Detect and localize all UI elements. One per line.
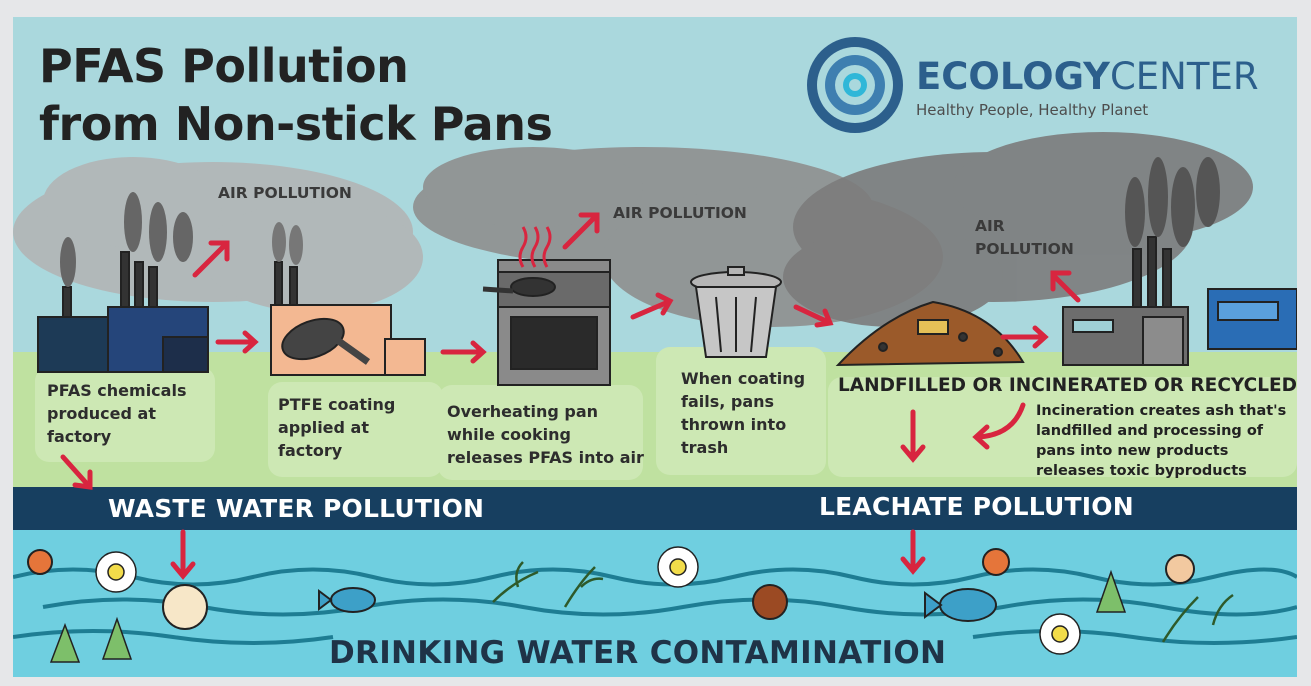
- disposal-line: releases toxic byproducts: [1036, 463, 1247, 479]
- air-pollution-label-3-line2: POLLUTION: [975, 240, 1074, 258]
- recycling-center-icon: [1207, 288, 1297, 350]
- title-line-2: from Non-stick Pans: [39, 97, 553, 151]
- ecology-center-logo-icon: [807, 37, 903, 133]
- step-3-line: while cooking: [447, 425, 571, 444]
- step4-panel: [656, 347, 826, 475]
- disposal-line: landfilled and processing of: [1036, 423, 1264, 439]
- step2-panel: [268, 382, 443, 477]
- step-1-line: produced at: [47, 404, 156, 423]
- stove-icon: [482, 226, 611, 386]
- infographic: PFAS Pollution from Non-stick Pans ECOLO…: [13, 17, 1297, 677]
- step-2-line: factory: [278, 441, 343, 460]
- step-4-text: When coating fails, pans thrown into tra…: [681, 367, 805, 459]
- disposal-heading: LANDFILLED OR INCINERATED OR RECYCLED: [838, 375, 1297, 396]
- title-line-1: PFAS Pollution: [39, 39, 409, 93]
- air-arrows: [192, 212, 1081, 303]
- tree-icon: [49, 569, 1127, 663]
- leachate-pollution-label: LEACHATE POLLUTION: [819, 492, 1134, 521]
- landfill-icon: [835, 300, 1025, 367]
- step-4-line: fails, pans: [681, 392, 775, 411]
- disposal-panel: [828, 377, 1297, 477]
- logo-word-bold: ECOLOGY: [916, 55, 1110, 98]
- pan-factory-icon: [270, 222, 426, 376]
- step-4-line: trash: [681, 438, 729, 457]
- step-1-line: factory: [47, 427, 112, 446]
- step-4-line: When coating: [681, 369, 806, 388]
- factory-icon: [37, 192, 209, 373]
- flower-icon: [95, 546, 1081, 655]
- air-pollution-label-3: AIR POLLUTION: [975, 215, 1074, 261]
- step-2-text: PTFE coating applied at factory: [278, 393, 395, 462]
- step-2-line: PTFE coating: [278, 395, 396, 414]
- step-4-line: thrown into: [681, 415, 787, 434]
- step-3-line: releases PFAS into air: [447, 448, 644, 467]
- step3-panel: [438, 385, 643, 480]
- disposal-text: Incineration creates ash that's landfill…: [1036, 401, 1286, 481]
- air-pollution-label-3-line1: AIR: [975, 217, 1005, 235]
- trash-can-icon: [690, 266, 782, 358]
- step-3-line: Overheating pan: [447, 402, 598, 421]
- disposal-line: Incineration creates ash that's: [1036, 403, 1287, 419]
- step-3-text: Overheating pan while cooking releases P…: [447, 400, 644, 469]
- incinerator-icon: [1062, 157, 1220, 366]
- water: [13, 530, 1297, 677]
- plant-icon: [492, 561, 1234, 643]
- step-2-line: applied at: [278, 418, 369, 437]
- fish-icon: [318, 587, 997, 622]
- step-1-line: PFAS chemicals: [47, 381, 187, 400]
- page-title: PFAS Pollution from Non-stick Pans: [39, 37, 553, 153]
- logo-word-light: CENTER: [1109, 55, 1259, 98]
- air-pollution-label-2: AIR POLLUTION: [613, 204, 747, 222]
- flow-arrows: [60, 292, 1049, 580]
- step1-panel: [35, 367, 215, 462]
- sad-face-icon: [27, 548, 1195, 630]
- drinking-water-contamination-label: DRINKING WATER CONTAMINATION: [329, 635, 947, 671]
- water-pollution-band: [13, 487, 1297, 530]
- logo-tagline: Healthy People, Healthy Planet: [916, 101, 1149, 119]
- waste-water-pollution-label: WASTE WATER POLLUTION: [108, 494, 485, 523]
- logo-wordmark: ECOLOGYCENTER: [916, 57, 1259, 97]
- step-1-text: PFAS chemicals produced at factory: [47, 379, 186, 448]
- disposal-line: pans into new products: [1036, 443, 1229, 459]
- air-pollution-label-1: AIR POLLUTION: [218, 184, 352, 202]
- scene-illustration: [13, 17, 1297, 677]
